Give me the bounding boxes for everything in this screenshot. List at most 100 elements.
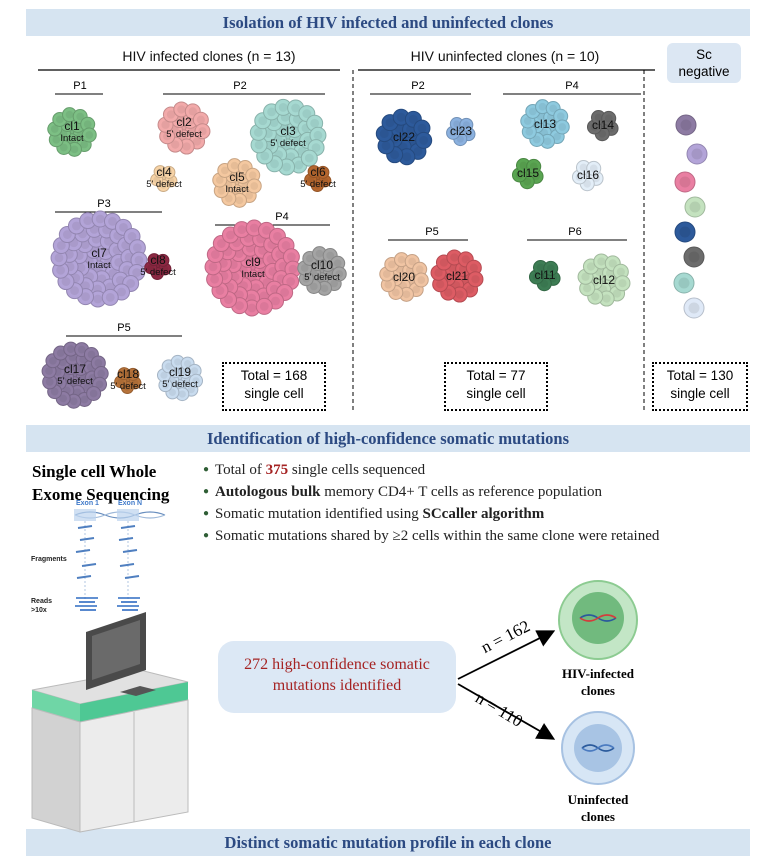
cell-nucleus-icon: [184, 360, 192, 368]
cell-nucleus-icon: [160, 371, 168, 379]
criteria-text: Total of: [215, 462, 266, 478]
cell-nucleus-icon: [390, 150, 400, 160]
cell-nucleus-icon: [462, 121, 470, 129]
cell-nucleus-icon: [262, 225, 271, 235]
clone-label: cl16: [577, 168, 599, 182]
cell-nucleus-icon: [602, 294, 611, 303]
criteria-list: Total of 375 single cells sequencedAutol…: [203, 461, 659, 549]
cell-nucleus-icon: [412, 285, 421, 294]
cell-nucleus-icon: [618, 279, 627, 288]
clone-provirus-label: 5' defect: [304, 272, 340, 283]
cell-nucleus-icon: [528, 107, 537, 116]
cell-nucleus-icon: [307, 176, 314, 183]
cell-nucleus-icon: [288, 264, 298, 274]
cell-nucleus-icon: [208, 262, 218, 272]
cell-nucleus-icon: [165, 169, 173, 176]
clone-cluster-cl10: [297, 246, 347, 296]
cell-nucleus-icon: [178, 390, 186, 398]
cell-nucleus-icon: [210, 274, 220, 284]
clone-provirus-label: 5' defect: [140, 267, 176, 278]
sc-negative-nucleus-icon: [688, 302, 700, 314]
cell-nucleus-icon: [313, 130, 323, 140]
result-box: 272 high-confidence somatic mutations id…: [218, 641, 456, 713]
uninfected-clones-label-line2: clones: [581, 809, 615, 824]
cell-nucleus-icon: [159, 257, 167, 264]
cell-nucleus-icon: [217, 186, 226, 195]
cell-nucleus-icon: [469, 263, 478, 272]
group-label-p5: P5: [117, 322, 131, 334]
cell-nucleus-icon: [216, 239, 226, 248]
cell-nucleus-icon: [415, 265, 424, 274]
cell-nucleus-icon: [215, 176, 224, 184]
cell-nucleus-icon: [177, 105, 186, 114]
cell-nucleus-icon: [56, 265, 66, 275]
cell-nucleus-icon: [45, 378, 54, 386]
clone-provirus-label: Intact: [241, 269, 265, 280]
cell-nucleus-icon: [402, 290, 411, 299]
cell-nucleus-icon: [419, 136, 429, 145]
criteria-item: Total of 375 single cells sequenced: [203, 461, 659, 479]
cell-nucleus-icon: [258, 116, 268, 126]
exonN-label: Exon N: [118, 500, 143, 507]
clone-provirus-label: 5' defect: [110, 381, 146, 392]
cell-nucleus-icon: [237, 225, 247, 235]
cell-nucleus-icon: [94, 359, 103, 367]
cell-nucleus-icon: [120, 370, 128, 377]
result-line2: mutations identified: [272, 677, 402, 694]
cell-nucleus-icon: [384, 280, 393, 289]
cell-nucleus-icon: [70, 145, 79, 154]
cell-nucleus-icon: [89, 389, 98, 398]
clone-cluster-cl9: [204, 219, 302, 317]
group-label-u-p6: P6: [568, 226, 582, 238]
cell-nucleus-icon: [330, 279, 339, 288]
cell-nucleus-icon: [70, 286, 79, 296]
clone-cluster-cl12: [577, 253, 631, 307]
cell-nucleus-icon: [167, 177, 175, 185]
exon1-label: Exon 1: [76, 500, 99, 507]
criteria-text: Somatic mutation identified using: [215, 506, 423, 522]
cell-nucleus-icon: [310, 118, 320, 128]
cell-nucleus-icon: [453, 120, 461, 128]
reads-label: Reads: [31, 598, 53, 605]
arrow-to-infected: [457, 630, 556, 680]
clone-label: cl3: [280, 124, 296, 138]
cell-nucleus-icon: [604, 114, 613, 123]
cell-nucleus-icon: [54, 253, 64, 263]
cell-nucleus-icon: [391, 288, 400, 297]
cell-nucleus-icon: [581, 272, 590, 281]
cell-nucleus-icon: [608, 259, 617, 268]
clone-label: cl4: [156, 165, 172, 179]
group-label-p3: P3: [97, 198, 111, 210]
criteria-text: single cells sequenced: [288, 462, 426, 478]
cell-nucleus-icon: [532, 273, 541, 281]
cell-nucleus-icon: [523, 117, 532, 125]
criteria-text: SCcaller algorithm: [422, 506, 545, 522]
wes-illustration: [74, 509, 166, 611]
clone-provirus-label: 5' defect: [270, 138, 306, 149]
cell-nucleus-icon: [50, 125, 59, 133]
cell-nucleus-icon: [168, 388, 176, 396]
clone-cluster-cl19: [156, 354, 204, 402]
clone-label: cl15: [517, 166, 539, 180]
cell-nucleus-icon: [280, 288, 290, 297]
cell-nucleus-icon: [382, 270, 391, 278]
criteria-text: Autologous bulk: [215, 484, 321, 500]
cell-nucleus-icon: [300, 264, 309, 272]
cell-nucleus-icon: [105, 292, 115, 302]
cell-nucleus-icon: [525, 127, 534, 136]
cell-nucleus-icon: [161, 381, 169, 389]
cell-nucleus-icon: [558, 123, 567, 131]
cell-nucleus-icon: [198, 127, 207, 136]
cell-nucleus-icon: [271, 296, 280, 306]
cell-nucleus-icon: [536, 263, 545, 272]
cell-nucleus-icon: [304, 153, 314, 163]
cell-nucleus-icon: [315, 249, 324, 258]
cell-nucleus-icon: [381, 141, 391, 151]
clone-cluster-cl21: [430, 249, 484, 303]
cell-nucleus-icon: [515, 171, 524, 179]
cell-nucleus-icon: [461, 255, 470, 264]
clone-cluster-cl23: [446, 117, 476, 147]
clone-label: cl7: [91, 246, 107, 260]
cell-nucleus-icon: [117, 287, 126, 297]
sc-negative-nucleus-icon: [689, 201, 701, 213]
